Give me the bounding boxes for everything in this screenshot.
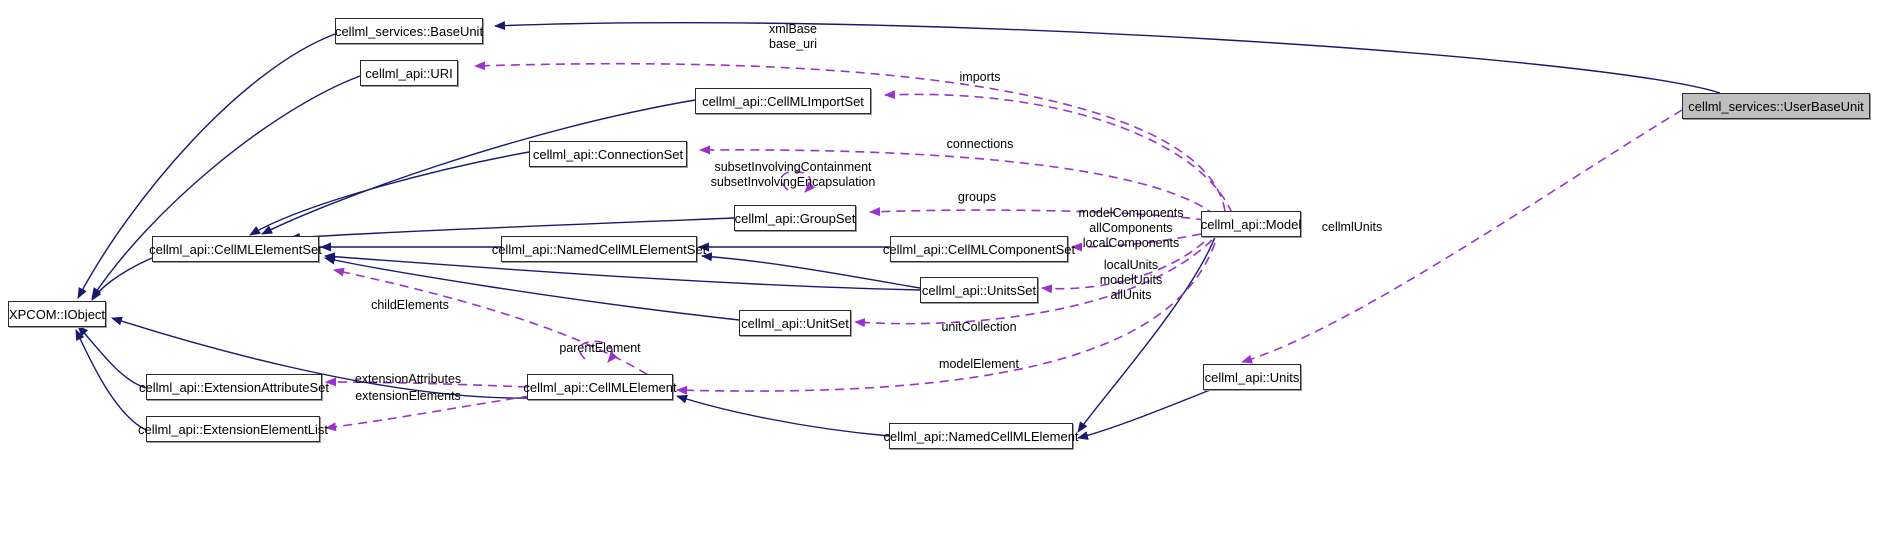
edge-label-line: allComponents [1089, 221, 1173, 235]
class-node-label: cellml_api::NamedCellMLElement [883, 428, 1079, 444]
class-node-label: cellml_api::CellMLImportSet [702, 93, 864, 109]
edge-label-line: modelComponents [1078, 206, 1184, 220]
edge-label-line: allUnits [1110, 288, 1152, 302]
class-node-units[interactable]: cellml_api::Units [1203, 364, 1301, 390]
class-node-label: cellml_api::NamedCellMLElementSet [491, 241, 707, 257]
class-node-label: cellml_api::GroupSet [734, 210, 856, 226]
edge-label-line: extensionAttributes [354, 372, 462, 386]
edge-label-childelem: childElements [371, 298, 449, 313]
class-node-label: cellml_api::ConnectionSet [532, 146, 684, 162]
class-node-label: cellml_api::CellMLElementSet [149, 241, 322, 257]
edge-label-line: localComponents [1082, 236, 1180, 250]
class-node-label: cellml_api::UnitsSet [921, 282, 1037, 298]
class-node-connectionset[interactable]: cellml_api::ConnectionSet [529, 141, 687, 167]
edge-label-extelems: extensionElements [355, 389, 461, 404]
edge-label-line: parentElement [559, 341, 641, 355]
class-node-label: cellml_services::UserBaseUnit [1688, 98, 1864, 114]
class-node-componentset[interactable]: cellml_api::CellMLComponentSet [883, 236, 1075, 262]
class-node-label: cellml_api::UnitSet [741, 315, 849, 331]
class-node-extelemlist[interactable]: cellml_api::ExtensionElementList [138, 416, 328, 442]
edge-label-connections: connections [947, 137, 1014, 152]
class-node-label: cellml_api::ExtensionElementList [137, 421, 329, 437]
class-node-label: cellml_api::CellMLComponentSet [882, 241, 1076, 257]
edge-label-line: base_uri [769, 37, 817, 51]
edge-label-cellmlunits: cellmlUnits [1322, 220, 1382, 235]
class-node-namedelement[interactable]: cellml_api::NamedCellMLElement [883, 423, 1079, 449]
class-node-unitset[interactable]: cellml_api::UnitSet [739, 310, 851, 336]
class-node-extattrset[interactable]: cellml_api::ExtensionAttributeSet [139, 374, 329, 400]
class-node-label: cellml_api::Units [1204, 369, 1300, 385]
class-node-userbaseunit[interactable]: cellml_services::UserBaseUnit [1682, 93, 1870, 119]
class-node-label: cellml_api::URI [365, 65, 453, 81]
class-node-iobject[interactable]: XPCOM::IObject [8, 301, 106, 327]
edge-label-line: imports [959, 70, 1001, 84]
edge-label-line: subsetInvolvingContainment [714, 160, 872, 174]
class-node-baseunit[interactable]: cellml_services::BaseUnit [335, 18, 483, 44]
class-node-label: cellml_services::BaseUnit [334, 23, 484, 39]
class-node-label: XPCOM::IObject [8, 306, 106, 322]
class-node-label: cellml_api::Model [1200, 216, 1302, 232]
edge-label-line: modelUnits [1099, 273, 1163, 287]
class-node-label: cellml_api::ExtensionAttributeSet [138, 379, 330, 395]
edge-label-line: modelElement [939, 357, 1019, 371]
class-node-cellmlelement[interactable]: cellml_api::CellMLElement [523, 374, 677, 400]
class-node-elementset[interactable]: cellml_api::CellMLElementSet [149, 236, 322, 262]
class-node-uri[interactable]: cellml_api::URI [360, 60, 458, 86]
edge-label-unitcoll: unitCollection [941, 320, 1016, 335]
class-node-label: cellml_api::CellMLElement [523, 379, 677, 395]
edge-label-line: extensionElements [355, 389, 461, 403]
edge-label-line: cellmlUnits [1321, 220, 1383, 234]
class-node-importset[interactable]: cellml_api::CellMLImportSet [695, 88, 871, 114]
edge-label-line: groups [957, 190, 997, 204]
edge-label-line: localUnits [1103, 258, 1159, 272]
class-node-unitsset[interactable]: cellml_api::UnitsSet [920, 277, 1038, 303]
edge-label-line: childElements [371, 298, 449, 312]
edge-label-imports: imports [960, 70, 1001, 85]
edge-label-line: connections [946, 137, 1014, 151]
class-node-model[interactable]: cellml_api::Model [1201, 211, 1301, 237]
edge-label-line: subsetInvolvingEncapsulation [710, 175, 876, 189]
edge-label-line: unitCollection [941, 320, 1017, 334]
class-node-namedset[interactable]: cellml_api::NamedCellMLElementSet [492, 236, 706, 262]
class-node-groupset[interactable]: cellml_api::GroupSet [734, 205, 856, 231]
edge-label-modelelem: modelElement [939, 357, 1019, 372]
edge-label-line: xmlBase [769, 22, 817, 36]
edge-label-groups: groups [958, 190, 996, 205]
edge-label-extattrs: extensionAttributes [355, 372, 461, 387]
edge-label-parentelem: parentElement [559, 341, 640, 356]
